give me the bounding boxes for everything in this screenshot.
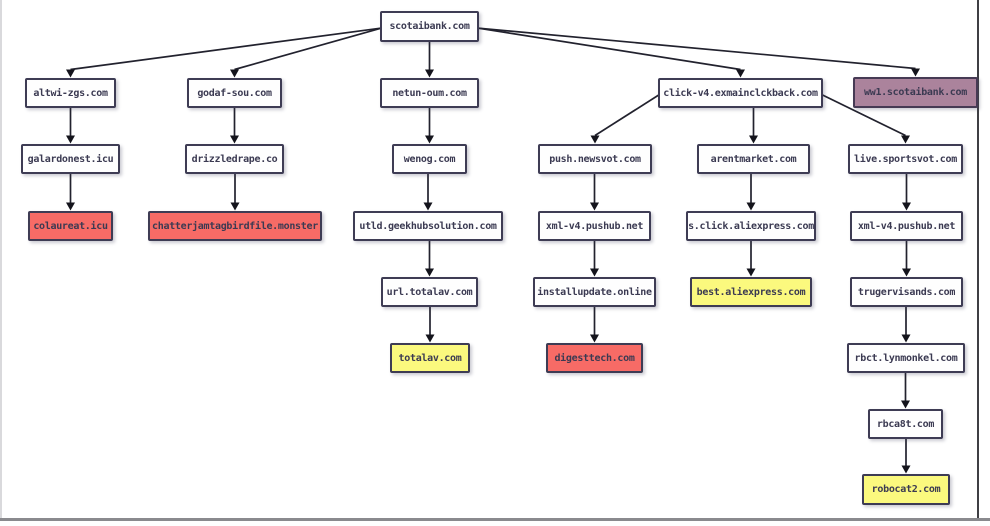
node-utld[interactable]: utld.geekhubsolution.com (353, 211, 503, 241)
arrowhead-icon (749, 135, 758, 144)
arrowhead-icon (66, 69, 75, 78)
node-label: best.aliexpress.com (696, 286, 806, 298)
node-label: click-v4.exmainclckback.com (663, 87, 818, 99)
node-label: scotaibank.com (389, 21, 470, 32)
node-label: totalav.com (398, 352, 462, 364)
frame-right-border (977, 0, 979, 520)
node-bestali[interactable]: best.aliexpress.com (690, 277, 812, 307)
arrowhead-icon (901, 334, 911, 343)
node-label: xml-v4.pushub.net (545, 220, 644, 232)
node-altwi[interactable]: altwi-zgs.com (25, 78, 116, 108)
node-label: robocat2.com (871, 484, 941, 495)
node-ww1[interactable]: ww1.scotaibank.com (853, 77, 978, 108)
arrowhead-icon (590, 135, 600, 144)
arrowhead-icon (901, 135, 910, 144)
node-label: galardonest.icu (27, 153, 114, 165)
edge-root-to-altwi (70, 27, 382, 71)
node-label: installupdate.online (537, 286, 652, 298)
node-livesportsvot[interactable]: live.sportsvot.com (848, 144, 963, 174)
arrowhead-icon (590, 268, 599, 277)
node-rbct[interactable]: rbct.lynmonkel.com (847, 343, 965, 373)
arrowhead-icon (901, 400, 910, 409)
node-sclick[interactable]: s.click.aliexpress.com (686, 211, 816, 241)
arrowhead-icon (590, 202, 599, 211)
arrowhead-icon (746, 268, 756, 277)
node-installupdate[interactable]: installupdate.online (533, 277, 656, 307)
frame-bottom-border (0, 518, 990, 521)
node-pushnewsvot[interactable]: push.newsvot.com (538, 144, 652, 174)
arrowhead-icon (902, 268, 911, 277)
arrowhead-icon (425, 268, 434, 277)
arrowhead-icon (590, 334, 599, 343)
arrowhead-icon (425, 135, 434, 144)
node-label: push.newsvot.com (549, 153, 641, 165)
node-label: xml-v4.pushub.net (857, 220, 956, 232)
node-trugervisands[interactable]: trugervisands.com (850, 277, 963, 307)
arrowhead-icon (901, 465, 911, 474)
node-label: godaf-sou.com (197, 87, 272, 99)
node-label: rbct.lynmonkel.com (854, 352, 958, 364)
node-label: live.sportsvot.com (854, 153, 957, 165)
edge-clickv4-to-pushnewsvot (594, 93, 660, 137)
node-label: ww1.scotaibank.com (864, 87, 967, 98)
node-label: wenog.com (403, 153, 456, 165)
node-label: rbca8t.com (876, 418, 935, 430)
node-galardonest[interactable]: galardonest.icu (21, 144, 120, 174)
node-wenog[interactable]: wenog.com (392, 144, 467, 174)
node-robocat2[interactable]: robocat2.com (862, 474, 950, 505)
node-label: utld.geekhubsolution.com (359, 220, 497, 232)
edge-root-to-clickv4 (477, 27, 741, 71)
node-xmlpushub1[interactable]: xml-v4.pushub.net (538, 211, 651, 241)
node-totalav[interactable]: totalav.com (390, 343, 470, 373)
arrowhead-icon (66, 202, 75, 211)
node-drizzledrape[interactable]: drizzledrape.co (185, 144, 284, 174)
arrowhead-icon (425, 69, 434, 78)
arrowhead-icon (66, 135, 75, 144)
node-label: chatterjamtagbirdfile.monster (152, 220, 318, 232)
arrowhead-icon (746, 202, 756, 211)
arrowhead-icon (230, 135, 239, 144)
node-label: url.totalav.com (386, 286, 473, 298)
node-label: netun-oum.com (392, 87, 467, 99)
arrowhead-icon (736, 69, 745, 78)
node-label: altwi-zgs.com (33, 87, 108, 99)
arrowhead-icon (425, 334, 435, 343)
node-godaf[interactable]: godaf-sou.com (187, 78, 282, 108)
node-netun[interactable]: netun-oum.com (380, 78, 479, 108)
node-label: arentmarket.com (710, 153, 797, 165)
node-rbca8t[interactable]: rbca8t.com (868, 409, 943, 439)
node-clickv4[interactable]: click-v4.exmainclckback.com (658, 78, 823, 108)
node-colaureat[interactable]: colaureat.icu (28, 211, 113, 241)
arrowhead-icon (423, 202, 433, 211)
node-digesttech[interactable]: digesttech.com (546, 343, 643, 373)
node-label: colaureat.icu (33, 220, 108, 232)
arrowhead-icon (911, 68, 920, 77)
node-label: s.click.aliexpress.com (688, 220, 814, 232)
frame-left-border (0, 0, 2, 518)
node-label: drizzledrape.co (191, 153, 278, 165)
arrowhead-icon (902, 202, 911, 211)
node-label: trugervisands.com (857, 286, 956, 298)
arrowhead-icon (230, 69, 239, 78)
node-label: digesttech.com (554, 352, 635, 364)
edge-root-to-godaf (234, 27, 382, 71)
node-chatterjam[interactable]: chatterjamtagbirdfile.monster (148, 211, 322, 241)
arrowhead-icon (230, 202, 240, 211)
node-urltotalav[interactable]: url.totalav.com (381, 277, 478, 307)
node-arentmarket[interactable]: arentmarket.com (697, 144, 810, 174)
node-root[interactable]: scotaibank.com (380, 11, 479, 42)
edge-root-to-ww1 (477, 27, 916, 70)
node-xmlpushub2[interactable]: xml-v4.pushub.net (850, 211, 963, 241)
